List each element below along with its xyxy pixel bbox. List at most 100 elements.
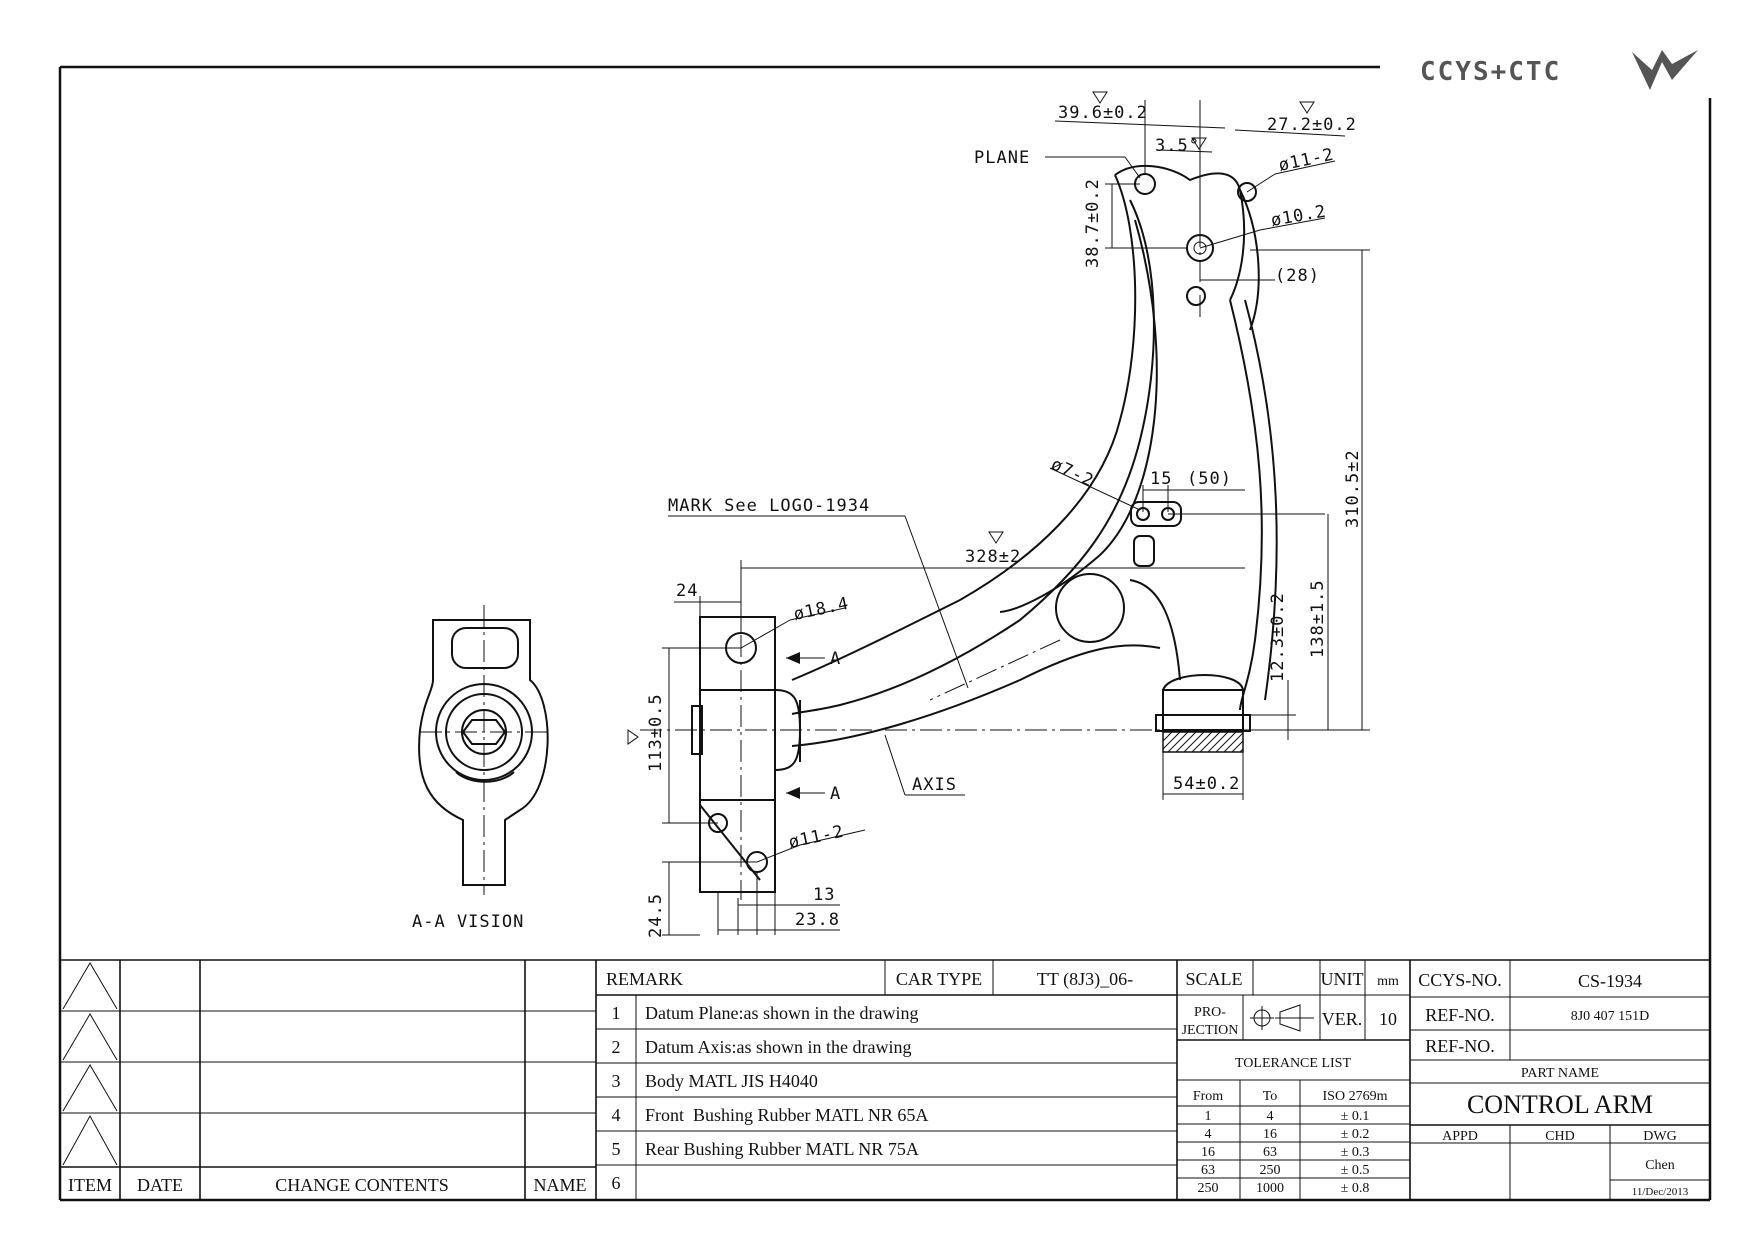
dim-113: 113±0.5 [627,647,741,824]
dim-54-text: 54±0.2 [1173,774,1240,794]
remark-label: REMARK [606,969,683,989]
header-item: ITEM [68,1175,112,1195]
tolerance-title: TOLERANCE LIST [1235,1056,1351,1071]
section-body-outline [418,619,549,886]
dim-23-8-text: 23.8 [795,910,840,930]
unit-value: mm [1377,974,1399,989]
car-type-label: CAR TYPE [896,969,982,989]
tol-row-3-from: 16 [1201,1145,1215,1160]
tol-row-2-from: 4 [1205,1127,1212,1142]
tol-row-3-to: 63 [1263,1145,1277,1160]
dwg-label: DWG [1643,1129,1676,1144]
section-slot [451,627,519,669]
arm-upper-tip [1114,164,1246,301]
dim-138: 138±1.5 [1308,514,1329,730]
dim-24-5: 24.5 [646,861,757,938]
dim-top: 39.6±0.2 27.2±0.2 3.5° [1054,91,1357,235]
remark-no-3: 3 [612,1071,621,1091]
tol-row-2-tol: ± 0.2 [1341,1127,1370,1142]
ref-no-label-2: REF-NO. [1425,1036,1495,1056]
remark-text-5: Rear Bushing Rubber MATL NR 75A [645,1139,919,1159]
company-logo: CCYS+CTC [1420,50,1698,90]
tol-row-1-from: 1 [1205,1109,1212,1124]
remark-text-3: Body MATL JIS H4040 [645,1071,818,1091]
slot-feature [1133,535,1155,567]
remark-text-1: Datum Plane:as shown in the drawing [645,1003,918,1023]
revision-triangle-3 [62,1064,118,1112]
section-arrow-upper: A [786,649,840,669]
dim-hole-10: ø10.2 [1269,201,1328,230]
ver-value: 10 [1379,1009,1397,1029]
label-plane: PLANE [974,148,1030,168]
ccys-no-value: CS-1934 [1578,971,1642,991]
revision-triangle-1 [62,962,118,1010]
remark-no-1: 1 [612,1003,621,1023]
arm-upper-ear [1239,189,1260,331]
rear-bushing-body [1162,689,1244,731]
dim-hole-11-lower: ø11-2 [756,822,866,863]
dim-12-3-text: 12.3±0.2 [1268,592,1288,682]
arm-rear-leg [1229,299,1263,711]
chd-label: CHD [1545,1129,1575,1144]
dim-328: 328±2 [740,531,1245,632]
dim-hole-18-4: ø18.4 [740,594,851,649]
dim-13-23-8: 13 23.8 [717,872,840,935]
arm-left-flank [999,219,1158,613]
dim-27-2: 27.2±0.2 [1267,115,1357,135]
tol-header-to: To [1263,1089,1278,1104]
section-arrow-lower: A [786,784,840,804]
logo-text: CCYS+CTC [1420,57,1561,87]
dim-12-3: 12.3±0.2 [1250,592,1296,740]
projection-label-1: PRO- [1194,1005,1226,1020]
dim-24-5-text: 24.5 [646,893,666,938]
rear-bushing-hatch [1162,731,1244,753]
projection-symbol-icon [1250,1004,1314,1032]
dim-54: 54±0.2 [1162,752,1244,800]
header-name: NAME [534,1175,587,1195]
appd-label: APPD [1442,1129,1478,1144]
tol-row-3-tol: ± 0.3 [1341,1145,1370,1160]
upper-hole-right [1237,182,1257,202]
part-name-label: PART NAME [1521,1066,1599,1081]
arm-rear-leg-inner [1244,299,1278,701]
tol-row-5-from: 250 [1198,1181,1219,1196]
dim-50-text: (50) [1187,469,1232,489]
title-block: ITEM DATE CHANGE CONTENTS NAME REMARK CA… [60,959,1710,1200]
remark-text-2: Datum Axis:as shown in the drawing [645,1037,911,1057]
revision-triangle-2 [62,1013,118,1061]
section-view-a-a: A-A VISION [412,605,550,932]
upper-hole-lower [1186,286,1206,306]
scale-label: SCALE [1185,969,1242,989]
dim-28: (28) [1200,266,1319,286]
arm-outer-profile [791,199,1155,715]
remark-no-6: 6 [612,1173,621,1193]
dim-hole-7-text: ø7-2 [1048,454,1097,491]
logo-mark-icon [1632,50,1698,90]
unit-label: UNIT [1321,969,1364,989]
header-date: DATE [137,1175,183,1195]
dim-24: 24 [674,581,741,617]
tol-row-1-to: 4 [1267,1109,1274,1124]
tol-row-1-tol: ± 0.1 [1341,1109,1370,1124]
arm-gusset [1129,579,1181,681]
remark-no-2: 2 [612,1037,621,1057]
tol-row-4-tol: ± 0.5 [1341,1163,1370,1178]
dim-hole-11b-text: ø11-2 [787,822,846,853]
ver-label: VER. [1322,1009,1363,1029]
dim-38-7: 38.7±0.2 [1083,178,1186,268]
tol-row-4-from: 63 [1201,1163,1215,1178]
dim-113-text: 113±0.5 [646,693,666,772]
dim-38-7-text: 38.7±0.2 [1083,178,1103,268]
dim-328-text: 328±2 [965,547,1021,567]
projection-label-2: JECTION [1182,1023,1239,1038]
ref-no-label: REF-NO. [1425,1005,1495,1025]
remarks-table: REMARK CAR TYPE TT (8J3)_06- 1 Datum Pla… [596,960,1178,1200]
label-mark: MARK See LOGO-1934 [668,496,870,516]
leader-axis: AXIS [884,734,965,796]
tol-row-2-to: 16 [1263,1127,1277,1142]
part-name-value: CONTROL ARM [1467,1090,1653,1119]
remark-no-4: 4 [612,1105,621,1125]
dim-15-50: 15 (50) [1142,469,1325,515]
dim-24-text: 24 [676,581,698,601]
